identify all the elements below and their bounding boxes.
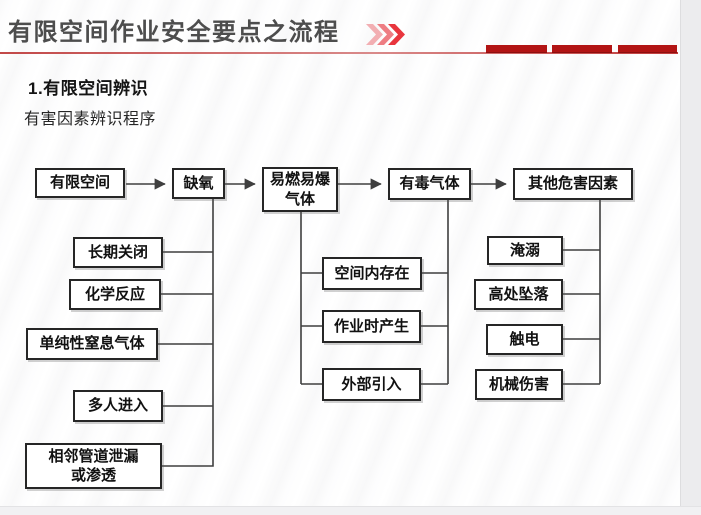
flow-box-long-term-closed: 长期关闭 xyxy=(73,237,163,268)
section-subheading: 有害因素辨识程序 xyxy=(24,111,157,128)
section-heading: 1.有限空间辨识 xyxy=(28,79,149,98)
flow-box-mechanical-injury: 机械伤害 xyxy=(475,369,563,400)
page-title: 有限空间作业安全要点之流程 xyxy=(8,19,340,46)
flow-box-simple-asphyxiating-gas: 单纯性窒息气体 xyxy=(26,328,158,360)
header-dash xyxy=(618,45,677,53)
flow-box-toxic-gas: 有毒气体 xyxy=(388,168,471,200)
flow-box-drowning: 淹溺 xyxy=(487,236,563,265)
flow-box-external-introduction: 外部引入 xyxy=(322,368,421,401)
slide-right-margin xyxy=(680,0,701,514)
title-underline xyxy=(0,52,678,54)
flow-box-other-hazards: 其他危害因素 xyxy=(513,168,633,200)
slide-bottom-margin xyxy=(0,506,701,515)
flow-box-chemical-reaction: 化学反应 xyxy=(69,279,161,310)
triple-chevron-icon xyxy=(366,24,405,45)
flow-box-adjacent-pipeline-leak: 相邻管道泄漏 或渗透 xyxy=(25,443,162,489)
flow-box-fall-from-height: 高处坠落 xyxy=(474,279,563,310)
header-dash xyxy=(486,45,547,53)
header-dash xyxy=(552,45,612,53)
flow-box-generated-during-work: 作业时产生 xyxy=(322,310,421,343)
flow-box-existing-in-space: 空间内存在 xyxy=(322,257,422,290)
flow-box-flammable-explosive-gas: 易燃易爆 气体 xyxy=(262,167,338,212)
flow-box-oxygen-deficiency: 缺氧 xyxy=(172,168,225,199)
flow-box-confined-space: 有限空间 xyxy=(35,168,125,198)
flow-box-multiple-entrants: 多人进入 xyxy=(73,390,163,422)
flow-box-electric-shock: 触电 xyxy=(486,324,563,355)
